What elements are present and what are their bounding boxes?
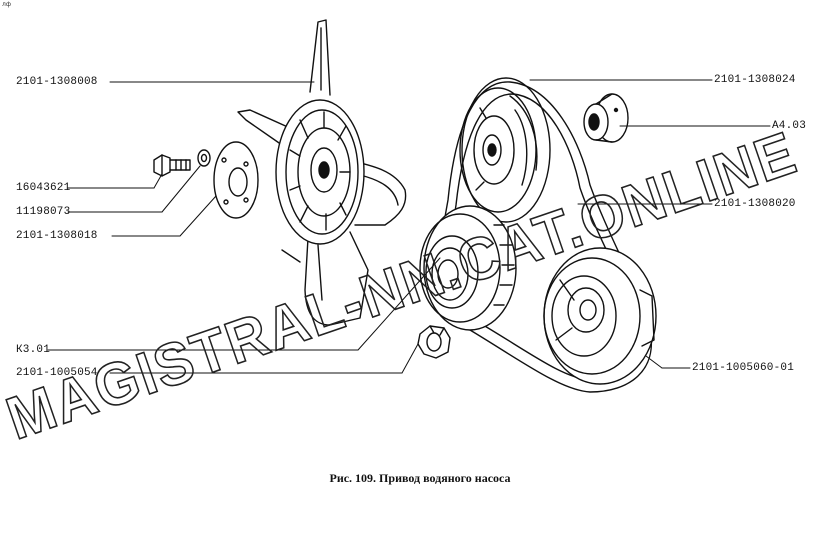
leader-lines [47, 79, 771, 374]
corner-mark: лф [2, 1, 11, 8]
alternator-pulley-drawing [419, 205, 517, 331]
label-k301-part: 2101-1005054 [16, 367, 98, 379]
bolt-drawing [153, 154, 191, 177]
label-hub-plate: 2101-1308018 [16, 230, 98, 242]
label-k301: К3.01 [16, 344, 51, 356]
label-crank-pulley: 2101-1005060-01 [692, 362, 795, 374]
label-belt: 2101-1308020 [714, 198, 796, 210]
washer-drawing [197, 149, 211, 167]
crankshaft-pulley-drawing [543, 247, 657, 385]
nut-drawing [417, 325, 451, 359]
figure-caption: Рис. 109. Привод водяного насоса [329, 471, 511, 485]
hub-plate-drawing [213, 141, 259, 219]
label-a403: А4.03 [772, 120, 807, 132]
label-bolt: 16043621 [16, 182, 71, 194]
fan-drawing [237, 19, 407, 326]
spacer-drawing [583, 93, 629, 143]
label-washer: 11198073 [16, 206, 71, 218]
label-fan: 2101-1308008 [16, 76, 98, 88]
label-spacer: 2101-1308024 [714, 74, 796, 86]
pump-pulley-drawing [459, 77, 551, 223]
